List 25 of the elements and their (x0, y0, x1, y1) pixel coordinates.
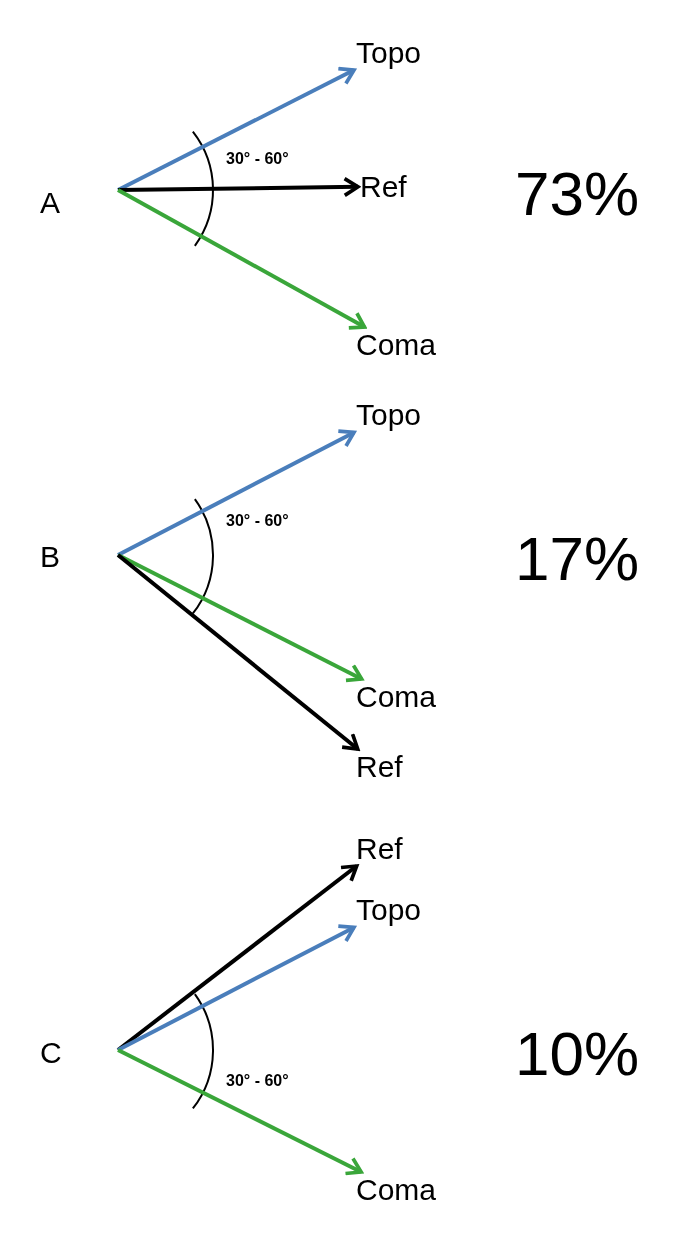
percentage-value: 73% (515, 160, 640, 229)
percentage-value: 10% (515, 1020, 640, 1089)
vector-label: Ref (356, 750, 403, 783)
vector-label: Topo (356, 398, 422, 431)
angle-label: 30° - 60° (226, 1072, 289, 1090)
vector-label: Ref (360, 170, 407, 203)
vector-label: Coma (356, 680, 437, 713)
vector-arrow (117, 188, 367, 330)
vector-arrow (117, 176, 360, 198)
vector-arrow (117, 429, 356, 557)
vector-label: Coma (356, 1173, 437, 1206)
vector-arrow (117, 1048, 363, 1176)
angle-label: 30° - 60° (226, 150, 289, 168)
vector-label: Coma (356, 328, 437, 361)
vector-label: Ref (356, 832, 403, 865)
panel-letter: B (40, 540, 60, 573)
vector-arrow (117, 66, 356, 192)
vector-arrow (116, 553, 360, 751)
angle-label: 30° - 60° (226, 512, 289, 530)
panel-letter: A (40, 186, 60, 219)
percentage-value: 17% (515, 525, 640, 594)
vector-label: Topo (356, 893, 422, 926)
vector-label: Topo (356, 36, 422, 69)
panel-letter: C (40, 1036, 62, 1069)
vector-arrow (117, 924, 356, 1052)
